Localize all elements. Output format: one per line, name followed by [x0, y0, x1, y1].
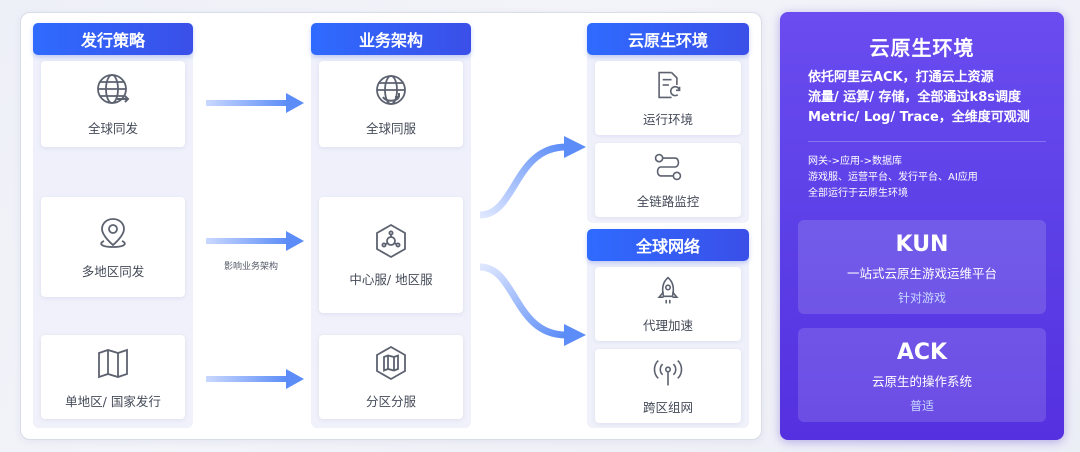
- map-icon: [98, 348, 128, 378]
- card-label: 代理加速: [642, 317, 693, 333]
- card-label: 全球同服: [365, 120, 416, 136]
- release-strategy-header: 发行策略: [33, 23, 193, 55]
- card-proxy-acceleration: 代理加速: [595, 267, 741, 341]
- kun-subtitle: 一站式云原生游戏运维平台: [846, 266, 997, 281]
- card-multi-region-release: 多地区同发: [41, 197, 185, 297]
- card-global-server: 全球同服: [319, 61, 463, 147]
- detail-line: 全部运行于云原生环境: [808, 188, 908, 199]
- link-monitor-icon: [654, 153, 682, 180]
- architecture-panel: 发行策略 全球同发 多地区同发 单地区/ 国家发行: [20, 12, 762, 440]
- description-line: 流量/ 运算/ 存储，全部通过k8s调度: [808, 90, 1021, 105]
- info-panel-divider: [808, 141, 1046, 142]
- document-refresh-icon: [658, 71, 681, 98]
- card-label: 全球同发: [87, 120, 138, 136]
- kun-platform-box: KUN 一站式云原生游戏运维平台 针对游戏: [798, 220, 1046, 314]
- global-network-header: 全球网络: [587, 229, 749, 261]
- description-line: 依托阿里云ACK，打通云上资源: [808, 70, 994, 85]
- arrow-right-2: [206, 231, 304, 251]
- card-central-regional-server: 中心服/ 地区服: [319, 197, 463, 313]
- card-runtime-env: 运行环境: [595, 61, 741, 135]
- info-panel-details: 网关->应用->数据库 游戏服、运营平台、发行平台、AI应用 全部运行于云原生环…: [808, 154, 978, 202]
- card-label: 跨区组网: [642, 399, 693, 415]
- ack-subtitle: 云原生的操作系统: [871, 374, 972, 389]
- ack-target: 普适: [909, 399, 934, 413]
- kun-target: 针对游戏: [897, 291, 946, 305]
- cloud-native-info-panel: 云原生环境 依托阿里云ACK，打通云上资源 流量/ 运算/ 存储，全部通过k8s…: [780, 12, 1064, 440]
- card-label: 分区分服: [365, 393, 416, 409]
- arrow-right-1: [206, 93, 304, 113]
- info-panel-title: 云原生环境: [869, 36, 975, 60]
- location-pin-icon: [100, 217, 126, 248]
- curved-arrow-to-network: [479, 263, 586, 346]
- card-zone-server: 分区分服: [319, 335, 463, 419]
- info-panel-description: 依托阿里云ACK，打通云上资源 流量/ 运算/ 存储，全部通过k8s调度 Met…: [808, 68, 1030, 128]
- ack-platform-box: ACK 云原生的操作系统 普适: [798, 328, 1046, 422]
- card-label: 全链路监控: [636, 193, 700, 209]
- hub-hexagon-icon: [376, 223, 406, 258]
- globe-cycle-icon: [376, 74, 406, 105]
- arrow-note: 影响业务架构: [224, 262, 279, 272]
- card-cross-region-network: 跨区组网: [595, 349, 741, 423]
- kun-title: KUN: [895, 232, 949, 257]
- detail-line: 网关->应用->数据库: [808, 156, 902, 167]
- card-single-region-release: 单地区/ 国家发行: [41, 335, 185, 419]
- antenna-icon: [653, 359, 683, 385]
- globe-arrow-icon: [97, 73, 130, 104]
- description-line: Metric/ Log/ Trace，全维度可观测: [808, 110, 1030, 125]
- rocket-icon: [657, 276, 679, 303]
- card-label: 中心服/ 地区服: [349, 271, 433, 287]
- card-label: 运行环境: [642, 111, 693, 127]
- curved-arrow-to-env: [479, 136, 586, 219]
- business-architecture-header: 业务架构: [311, 23, 471, 55]
- card-global-release: 全球同发: [41, 61, 185, 147]
- cloud-native-env-header: 云原生环境: [587, 23, 749, 55]
- map-hexagon-icon: [376, 345, 406, 380]
- card-label: 单地区/ 国家发行: [65, 393, 161, 409]
- ack-title: ACK: [896, 340, 948, 365]
- arrow-right-3: [206, 369, 304, 389]
- card-full-link-monitor: 全链路监控: [595, 143, 741, 217]
- card-label: 多地区同发: [81, 263, 145, 279]
- detail-line: 游戏服、运营平台、发行平台、AI应用: [808, 172, 978, 183]
